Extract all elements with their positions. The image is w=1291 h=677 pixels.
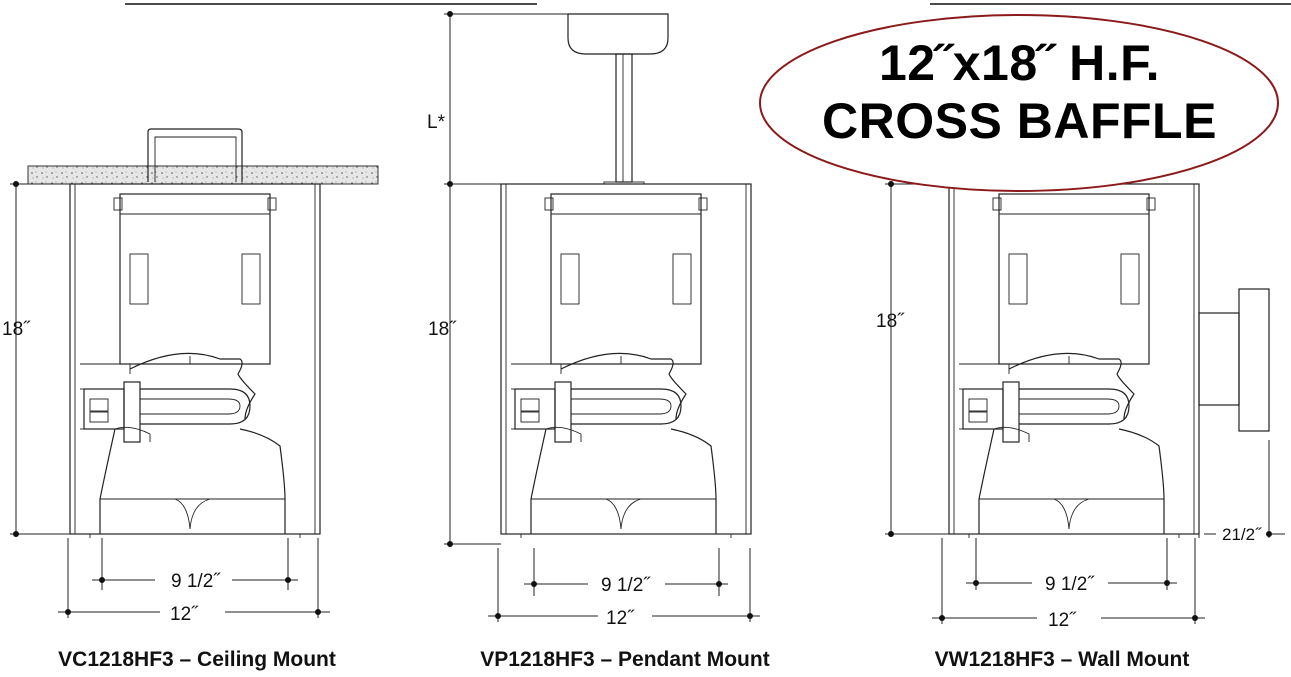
ceiling-slab xyxy=(27,165,379,185)
pendant-mount-view xyxy=(444,11,760,622)
canopy xyxy=(567,13,669,55)
pendant-height-label: 18˝ xyxy=(428,319,457,340)
wall-mount-view xyxy=(885,181,1285,624)
wall-outer-width-label: 12˝ xyxy=(1048,610,1077,631)
ceiling-fixture-body xyxy=(69,183,321,539)
junction-box xyxy=(147,128,243,182)
wall-fixture-body xyxy=(948,183,1200,539)
title-oval-outline xyxy=(759,14,1279,192)
ceiling-inner-width-label: 9 1/2˝ xyxy=(171,571,221,592)
ceiling-caption: VC1218HF3 – Ceiling Mount xyxy=(58,648,336,671)
ceiling-mount-view xyxy=(10,128,379,618)
pendant-fixture-body xyxy=(500,183,752,539)
ceiling-height-label: 18˝ xyxy=(2,319,31,340)
ceiling-outer-width-label: 12˝ xyxy=(170,604,199,625)
wall-plate xyxy=(1238,288,1270,432)
wall-projection-label: 21/2˝ xyxy=(1222,525,1262,544)
pendant-stem-label: L* xyxy=(427,112,446,133)
title-line-1: 12˝x18˝ H.F. xyxy=(878,35,1161,91)
wall-arm xyxy=(1198,312,1240,406)
wall-inner-width-label: 9 1/2˝ xyxy=(1045,574,1095,595)
title-line-2: CROSS BAFFLE xyxy=(822,93,1217,149)
wall-caption: VW1218HF3 – Wall Mount xyxy=(934,648,1190,671)
wall-height-label: 18˝ xyxy=(876,311,905,332)
pendant-inner-width-label: 9 1/2˝ xyxy=(601,575,651,596)
pendant-stem xyxy=(615,53,633,183)
pendant-caption: VP1218HF3 – Pendant Mount xyxy=(480,648,770,671)
pendant-outer-width-label: 12˝ xyxy=(606,608,635,629)
title-badge: 12˝x18˝ H.F. CROSS BAFFLE xyxy=(757,12,1282,194)
